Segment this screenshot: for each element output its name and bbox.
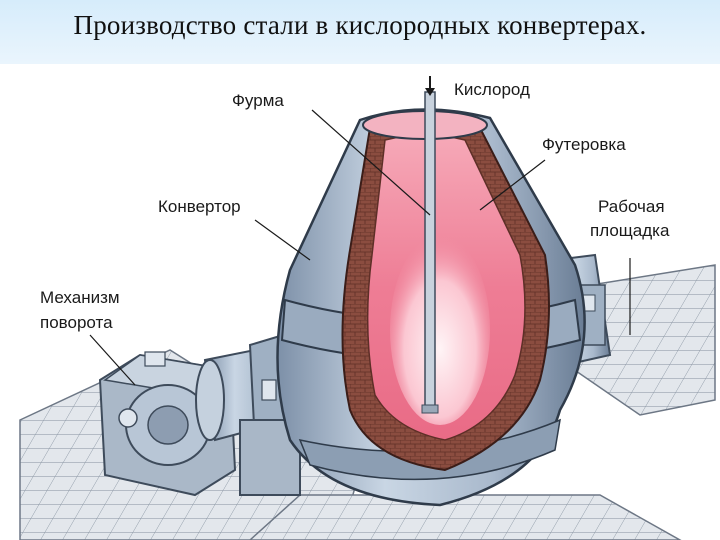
label-platform-line2: площадка bbox=[590, 221, 670, 240]
label-oxygen: Кислород bbox=[454, 80, 530, 99]
floor-bottom bbox=[248, 494, 682, 540]
label-mechanism-line2: поворота bbox=[40, 313, 113, 332]
rotation-mechanism bbox=[98, 328, 307, 497]
leader-lines bbox=[89, 109, 631, 386]
label-lining: Футеровка bbox=[542, 135, 626, 154]
leader-mechanism bbox=[89, 334, 136, 386]
oxygen-lance bbox=[421, 91, 439, 414]
leader-lining bbox=[479, 159, 546, 211]
slide-title: Производство стали в кислородных конверт… bbox=[73, 10, 647, 40]
oxygen-arrow-icon bbox=[425, 76, 435, 96]
leader-converter bbox=[254, 219, 311, 261]
label-converter: Конвертор bbox=[158, 197, 241, 216]
leader-lance bbox=[311, 109, 431, 216]
title-band bbox=[0, 0, 720, 64]
label-lance: Фурма bbox=[232, 91, 284, 110]
label-platform-line1: Рабочая bbox=[598, 197, 665, 216]
label-mechanism-line1: Механизм bbox=[40, 288, 120, 307]
